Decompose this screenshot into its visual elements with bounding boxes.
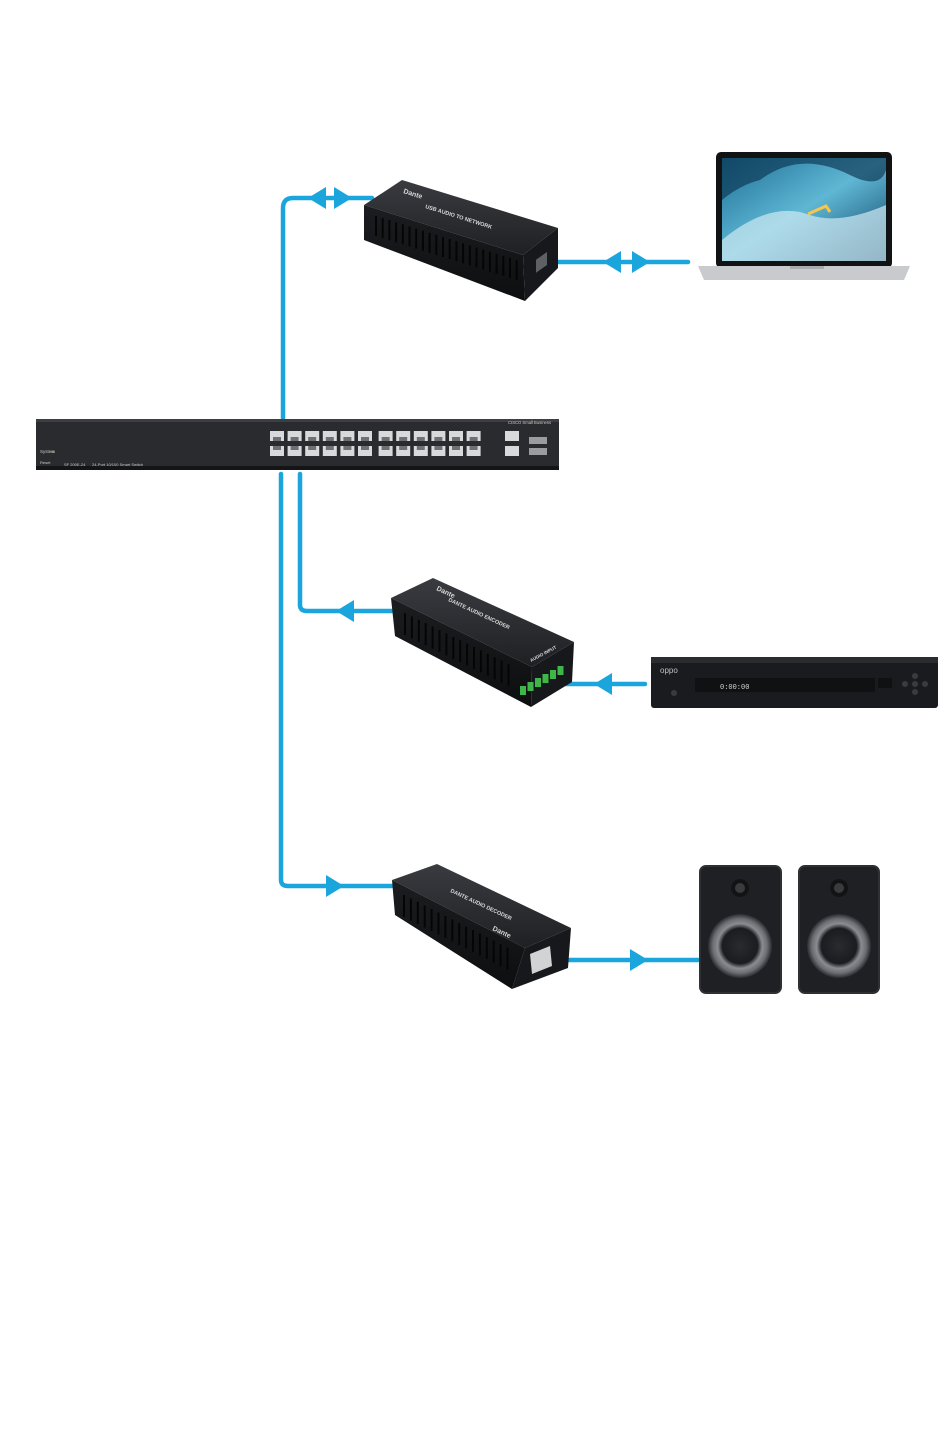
port-latch: [308, 446, 316, 450]
sfp-port-2: [529, 448, 547, 455]
player-brand: oppo: [660, 666, 678, 675]
port-latch: [434, 446, 442, 450]
link-switch-to-encoder: [300, 474, 392, 611]
uplink-port-1: [505, 431, 519, 441]
switch-model: SF 200E-24: [64, 462, 86, 467]
port-latch: [326, 446, 334, 450]
port-latch: [291, 446, 299, 450]
port-latch: [308, 437, 316, 441]
port-latch: [273, 446, 281, 450]
switch-description: 24-Port 10/100 Smart Switch: [92, 462, 143, 467]
audio-encoder: Dante DANTE AUDIO ENCODER AUDIO INPUT: [391, 578, 574, 707]
arrow-left-icon: [594, 673, 612, 695]
arrow-right-icon: [326, 875, 344, 897]
link-switch-to-decoder: [281, 474, 392, 886]
audio-decoder: Dante DANTE AUDIO DECODER: [392, 864, 571, 989]
terminal-block: [535, 678, 541, 687]
arrow-right-icon: [630, 949, 648, 971]
port-latch: [361, 446, 369, 450]
arrow-left-icon: [336, 600, 354, 622]
power-button-icon: [671, 690, 677, 696]
port-latch: [399, 437, 407, 441]
laptop: [698, 152, 910, 280]
arrow-left-icon: [308, 187, 326, 209]
arrow-left-icon: [603, 251, 621, 273]
speaker-left: [700, 866, 781, 993]
sfp-port-1: [529, 437, 547, 444]
port-latch: [382, 446, 390, 450]
port-latch: [273, 437, 281, 441]
speaker-right: [799, 866, 879, 993]
tweeter-icon: [735, 883, 745, 893]
port-latch: [470, 437, 478, 441]
link-switch-to-usb-adapter: [283, 198, 372, 418]
connection-lines: [281, 198, 698, 960]
port-latch: [326, 437, 334, 441]
port-latch: [470, 446, 478, 450]
media-player: oppo 0:00:00: [651, 657, 938, 708]
arrow-right-icon: [632, 251, 650, 273]
terminal-block: [528, 682, 534, 691]
terminal-block: [543, 674, 549, 683]
uplink-port-2: [505, 446, 519, 456]
switch-reset-label: Reset: [40, 460, 51, 465]
port-latch: [452, 437, 460, 441]
woofer-icon: [807, 914, 871, 978]
port-latch: [434, 437, 442, 441]
port-latch: [361, 437, 369, 441]
switch-brand: CISCO Small Business: [508, 420, 551, 425]
port-latch: [382, 437, 390, 441]
terminal-block: [520, 686, 526, 695]
port-latch: [399, 446, 407, 450]
port-latch: [343, 437, 351, 441]
port-latch: [343, 446, 351, 450]
arrow-right-icon: [334, 187, 352, 209]
port-latch: [417, 446, 425, 450]
port-latch: [417, 437, 425, 441]
system-led-icon: [52, 451, 54, 453]
usb-audio-adapter: Dante USB AUDIO TO NETWORK: [364, 180, 558, 301]
terminal-block: [558, 666, 564, 675]
port-latch: [452, 446, 460, 450]
port-latch: [291, 437, 299, 441]
woofer-icon: [708, 914, 772, 978]
terminal-block: [550, 670, 556, 679]
flow-arrows: [308, 187, 650, 971]
player-display: 0:00:00: [720, 684, 749, 692]
network-switch: System Reset SF 200E-24 24-Port 10/100 S…: [36, 419, 559, 470]
tweeter-icon: [834, 883, 844, 893]
